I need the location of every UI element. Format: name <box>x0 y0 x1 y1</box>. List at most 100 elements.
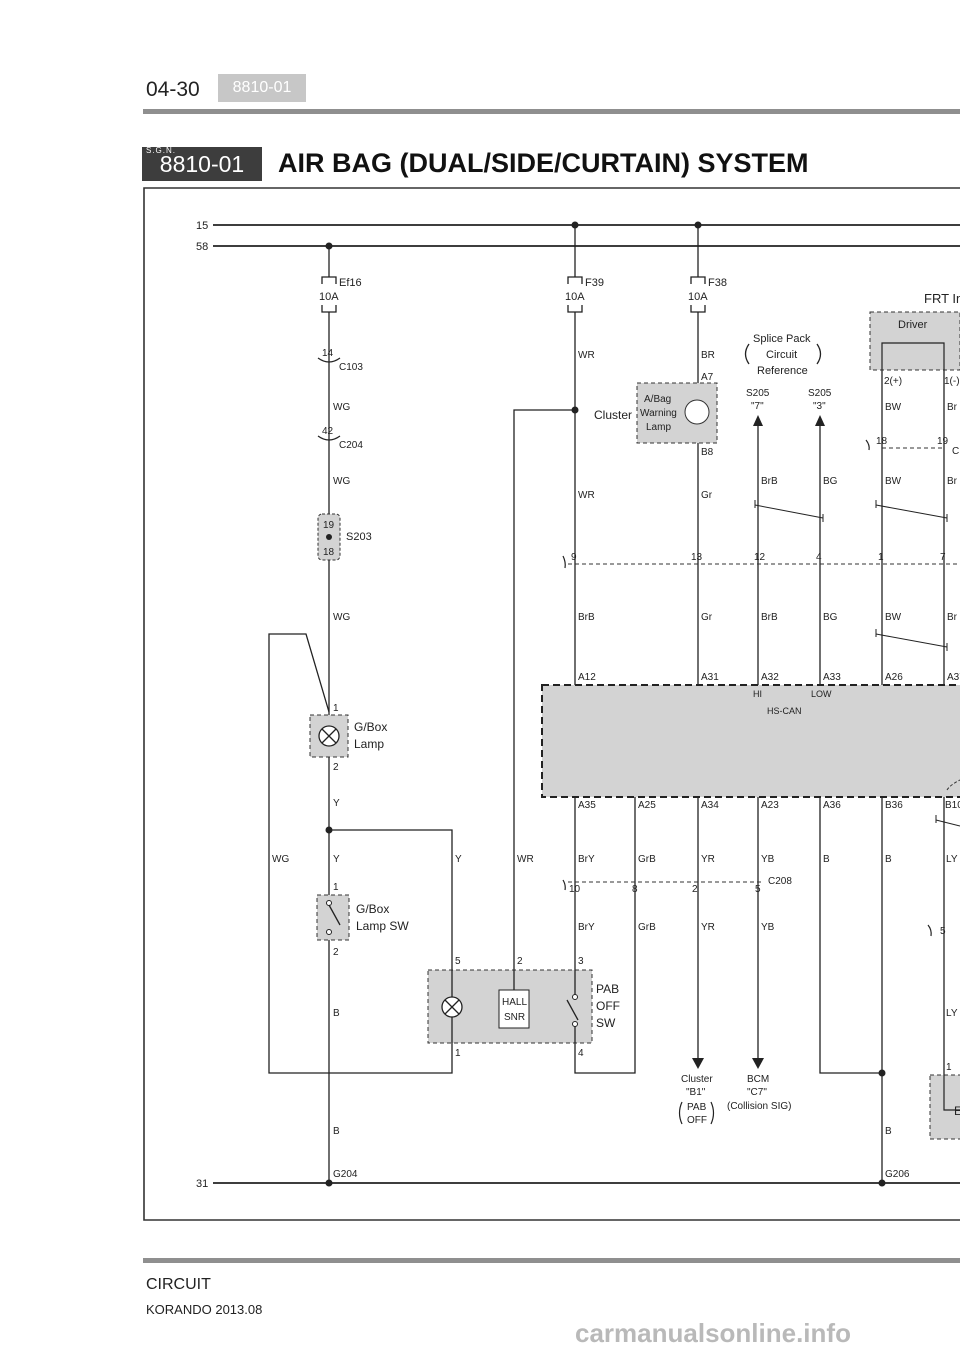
frt-conn-pin-19: 19 <box>937 436 949 447</box>
rail-58-label: 58 <box>196 241 208 253</box>
mid-pin-7: 7 <box>940 552 946 563</box>
diagram-label: A34 <box>701 800 719 811</box>
sgn-label: S.G.N. <box>146 146 177 155</box>
pab-switch-icon <box>566 999 579 1021</box>
gbox-sw-pin2: 2 <box>333 947 339 958</box>
mid-pin-9: 9 <box>571 552 577 563</box>
hall-line-1: HALL <box>502 997 527 1008</box>
fuse-ef16-name: Ef16 <box>339 277 362 289</box>
cluster-arrow <box>692 1058 704 1069</box>
c204-label: C204 <box>339 440 363 451</box>
fuse-f39-rating: 10A <box>565 291 585 303</box>
pab-pin1: 1 <box>455 1048 461 1059</box>
gbox-lamp-label-1: G/Box <box>354 720 387 734</box>
diagram-label: 8 <box>632 884 638 895</box>
frt-label: FRT Im <box>924 291 960 306</box>
diagram-label: B36 <box>885 800 903 811</box>
mid-pin-12: 12 <box>754 552 766 563</box>
driver-label: Driver <box>898 319 928 331</box>
diagram-label: YB <box>761 854 775 865</box>
c103-label: C103 <box>339 362 363 373</box>
diagram-label: BrY <box>578 922 595 933</box>
frt-pin-minus: 1(-) <box>944 376 960 387</box>
hs-can-label: HS-CAN <box>767 706 802 716</box>
diagram-label: BW <box>885 476 902 487</box>
diagram-frame <box>143 187 960 1221</box>
gbox-sw-label-1: G/Box <box>356 902 389 916</box>
dest-cluster-name: Cluster <box>681 1074 713 1085</box>
fuse-f38-rating: 10A <box>688 291 708 303</box>
hall-sensor <box>498 989 530 1029</box>
diagram-label: B <box>885 1126 892 1137</box>
can-hi-label: HI <box>753 689 762 699</box>
diagram-label: BG <box>823 476 838 487</box>
diagram-label: WG <box>272 854 289 865</box>
ground-g206: G206 <box>885 1169 910 1180</box>
diagram-label: A31 <box>701 672 719 683</box>
diagram-label: A12 <box>578 672 596 683</box>
header-rule <box>143 109 960 114</box>
diagram-label: 2 <box>692 884 698 895</box>
hall-line-2: SNR <box>504 1012 525 1023</box>
dest-bcm-name: BCM <box>747 1074 769 1085</box>
page-number: 04-30 <box>146 78 200 101</box>
diagram-label: WG <box>333 476 350 487</box>
diagram-label: BW <box>885 402 902 413</box>
partial-e-label: E <box>954 1104 960 1118</box>
lamp-line-3: Lamp <box>646 422 671 433</box>
mid-pin-1: 1 <box>878 552 884 563</box>
frt-conn-c: C <box>952 446 959 457</box>
section-code-box: 8810-01 <box>142 147 262 181</box>
module-bottom-pins: A35 A25 A34 A23 A36 B36 B10 <box>578 800 960 811</box>
footer-model: KORANDO 2013.08 <box>146 1302 263 1317</box>
ground-g204: G204 <box>333 1169 358 1180</box>
diagram-label: LY <box>946 1008 958 1019</box>
splice-ref-line-1: Splice Pack <box>753 333 811 345</box>
diagram-label: B10 <box>945 800 960 811</box>
dest-cluster-sub-2: OFF <box>687 1115 707 1126</box>
diagram-label: Gr <box>701 612 713 623</box>
diagram-label: A25 <box>638 800 656 811</box>
wire-color-labels: WG WG WG WG WR WR WR BR Gr Gr BrB BrB Br… <box>272 350 958 1137</box>
lamp-pin-in: A7 <box>701 372 714 383</box>
s205-right-arrow <box>815 415 825 426</box>
dashed-connector-rows <box>568 447 960 883</box>
diagram-label: YR <box>701 922 715 933</box>
diagram-label: B <box>333 1126 340 1137</box>
s203-pin-top: 19 <box>323 520 335 531</box>
diagram-label: BG <box>823 612 838 623</box>
gbox-lamp-pin1: 1 <box>333 703 339 714</box>
c208-label: C208 <box>768 876 792 887</box>
diagram-label: YR <box>701 854 715 865</box>
dest-bcm-pin: "C7" <box>747 1087 767 1098</box>
pab-pin5: 5 <box>455 956 461 967</box>
diagram-label: 5 <box>755 884 761 895</box>
frt-conn-pin-18: 18 <box>876 436 888 447</box>
diagram-label: WR <box>578 490 595 501</box>
lamp-line-2: Warning <box>640 408 677 419</box>
c103-pin: 14 <box>322 348 334 359</box>
mid-pin-4: 4 <box>816 552 822 563</box>
gbox-lamp-pin2: 2 <box>333 762 339 773</box>
diagram-label: GrB <box>638 922 656 933</box>
airbag-lamp-icon <box>684 399 710 425</box>
fuse-f38-name: F38 <box>708 277 727 289</box>
s203-pin-bottom: 18 <box>323 547 335 558</box>
dest-cluster-pin: "B1" <box>686 1087 706 1098</box>
airbag-control-module <box>541 684 960 798</box>
s205-right-name: S205 <box>808 388 832 399</box>
cluster-label: Cluster <box>594 408 632 422</box>
power-rails <box>213 224 960 1184</box>
right-pin-5: 5 <box>940 926 946 937</box>
diagram-label: Gr <box>701 490 713 501</box>
gbox-sw-label-2: Lamp SW <box>356 919 409 933</box>
s203-label: S203 <box>346 531 372 543</box>
diagram-label: 10 <box>569 884 581 895</box>
diagram-label: GrB <box>638 854 656 865</box>
gbox-sw-pin1: 1 <box>333 882 339 893</box>
lamp-pin-out: B8 <box>701 447 714 458</box>
diagram-label: Y <box>455 854 462 865</box>
diagram-label: B <box>885 854 892 865</box>
rail-31-label: 31 <box>196 1178 208 1190</box>
diagram-label: A37 <box>947 672 960 683</box>
